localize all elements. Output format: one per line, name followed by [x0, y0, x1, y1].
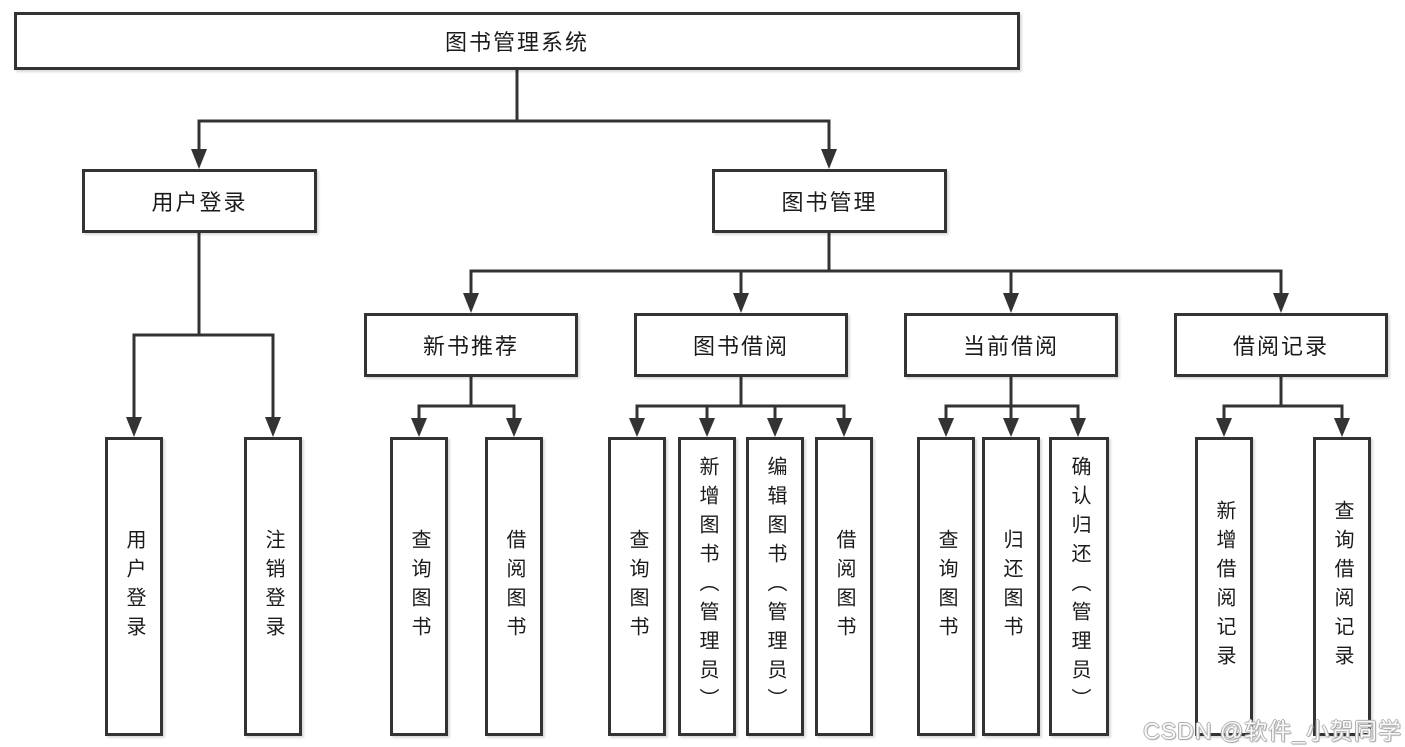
- node-label: 用户登录: [151, 190, 248, 215]
- leaf-confirm-return-admin: 确认归还（管理员）: [1049, 437, 1109, 736]
- arrowhead-icon: [506, 418, 522, 437]
- arrowhead-icon: [836, 418, 852, 437]
- node-label: 借阅图书: [833, 528, 855, 645]
- arrowhead-icon: [767, 418, 783, 437]
- node-library-management-system: 图书管理系统: [14, 12, 1020, 70]
- node-user-login: 用户登录: [82, 169, 317, 233]
- leaf-logout: 注销登录: [244, 437, 302, 736]
- arrowhead-icons: [126, 149, 1350, 437]
- node-label: 图书管理: [781, 190, 878, 215]
- node-label: 新书推荐: [422, 334, 519, 359]
- leaf-return-book: 归还图书: [982, 437, 1040, 736]
- node-borrowing-records: 借阅记录: [1174, 313, 1388, 377]
- node-label: 确认归还（管理员）: [1068, 456, 1090, 717]
- node-label: 查询借阅记录: [1331, 499, 1353, 674]
- node-label: 新增图书（管理员）: [696, 456, 718, 717]
- connector-login-to-leaves: [132, 231, 275, 422]
- watermark: CSDN @软件_小贺同学: [1143, 718, 1402, 744]
- node-current-borrowing: 当前借阅: [904, 313, 1118, 377]
- arrowhead-icon: [733, 293, 749, 313]
- arrowhead-icon: [1334, 418, 1350, 437]
- node-new-book-recommendation: 新书推荐: [364, 313, 578, 377]
- leaf-query-book-borrowing: 查询图书: [608, 437, 666, 736]
- node-label: 图书管理系统: [444, 30, 589, 55]
- node-book-management: 图书管理: [712, 169, 947, 233]
- node-label: 注销登录: [262, 528, 284, 645]
- node-label: 新增借阅记录: [1213, 499, 1235, 674]
- node-label: 归还图书: [1000, 528, 1022, 645]
- leaf-borrow-book: 借阅图书: [815, 437, 873, 736]
- arrowhead-icon: [699, 418, 715, 437]
- node-label: 用户登录: [123, 528, 145, 645]
- arrowhead-icon: [411, 418, 427, 437]
- node-label: 编辑图书（管理员）: [764, 456, 786, 717]
- leaf-borrow-book-recommend: 借阅图书: [485, 437, 543, 736]
- node-label: 查询图书: [408, 528, 430, 645]
- leaf-add-borrow-record: 新增借阅记录: [1195, 437, 1253, 736]
- connector-level3-to-leaves: [417, 375, 1344, 422]
- node-label: 当前借阅: [962, 334, 1059, 359]
- node-label: 查询图书: [935, 528, 957, 645]
- arrowhead-icon: [1216, 418, 1232, 437]
- arrowhead-icon: [821, 149, 837, 169]
- arrowhead-icon: [1273, 293, 1289, 313]
- arrowhead-icon: [463, 293, 479, 313]
- leaf-query-book-recommend: 查询图书: [390, 437, 448, 736]
- node-book-borrowing: 图书借阅: [634, 313, 848, 377]
- connector-management-to-level3: [469, 231, 1283, 297]
- arrowhead-icon: [629, 418, 645, 437]
- arrowhead-icon: [938, 418, 954, 437]
- node-label: 图书借阅: [692, 334, 789, 359]
- arrowhead-icon: [1070, 418, 1086, 437]
- leaf-user-login: 用户登录: [105, 437, 163, 736]
- arrowhead-icon: [265, 417, 281, 437]
- arrowhead-icon: [191, 149, 207, 169]
- arrowhead-icon: [1003, 293, 1019, 313]
- leaf-edit-book-admin: 编辑图书（管理员）: [746, 437, 804, 736]
- connector-root-to-level2: [197, 68, 831, 153]
- leaf-query-book-current: 查询图书: [917, 437, 975, 736]
- leaf-add-book-admin: 新增图书（管理员）: [678, 437, 736, 736]
- arrowhead-icon: [1003, 418, 1019, 437]
- leaf-query-borrow-record: 查询借阅记录: [1313, 437, 1371, 736]
- arrowhead-icon: [126, 417, 142, 437]
- node-label: 借阅记录: [1232, 334, 1329, 359]
- node-label: 查询图书: [626, 528, 648, 645]
- node-label: 借阅图书: [503, 528, 525, 645]
